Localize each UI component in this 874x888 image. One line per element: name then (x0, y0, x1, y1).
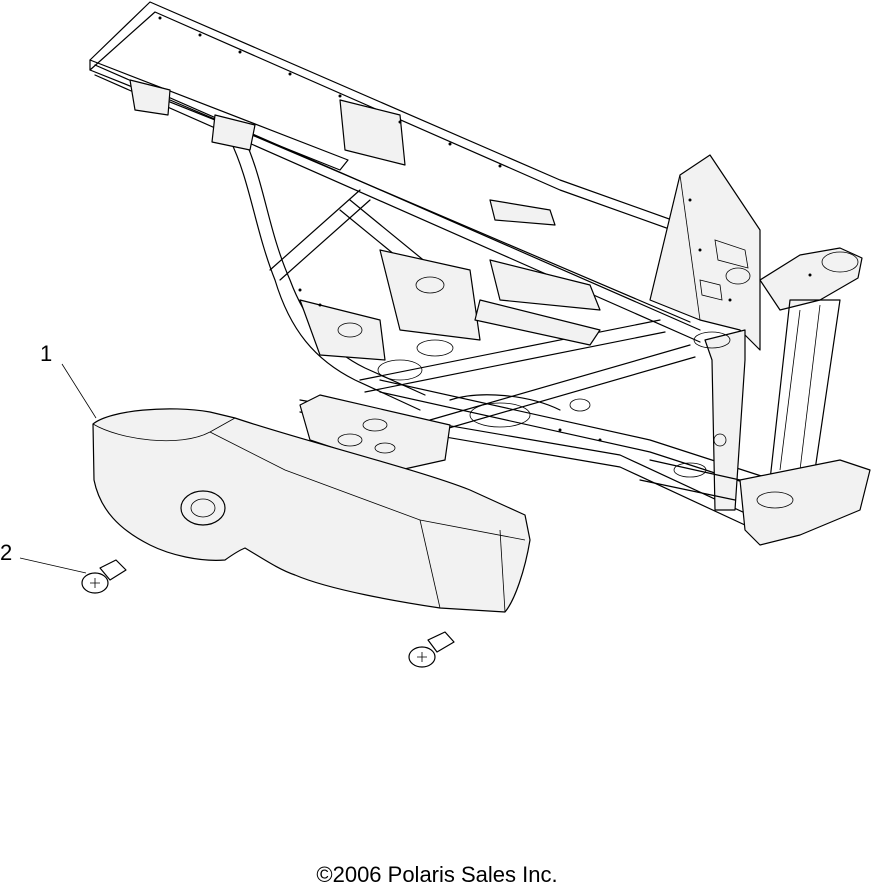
copyright-footer: ©2006 Polaris Sales Inc. (0, 864, 874, 886)
part-2-screw-right (408, 631, 455, 668)
vehicle-frame (89, 1, 871, 546)
callout-1: 1 (40, 341, 53, 366)
copyright-symbol: © (316, 862, 333, 887)
part-2-screw-left (81, 559, 127, 594)
part-1-cover-panel (92, 408, 531, 613)
leader-line-1 (61, 363, 97, 419)
callout-2: 2 (0, 540, 13, 565)
copyright-text: 2006 Polaris Sales Inc. (332, 862, 558, 887)
leader-line-2 (19, 557, 87, 574)
